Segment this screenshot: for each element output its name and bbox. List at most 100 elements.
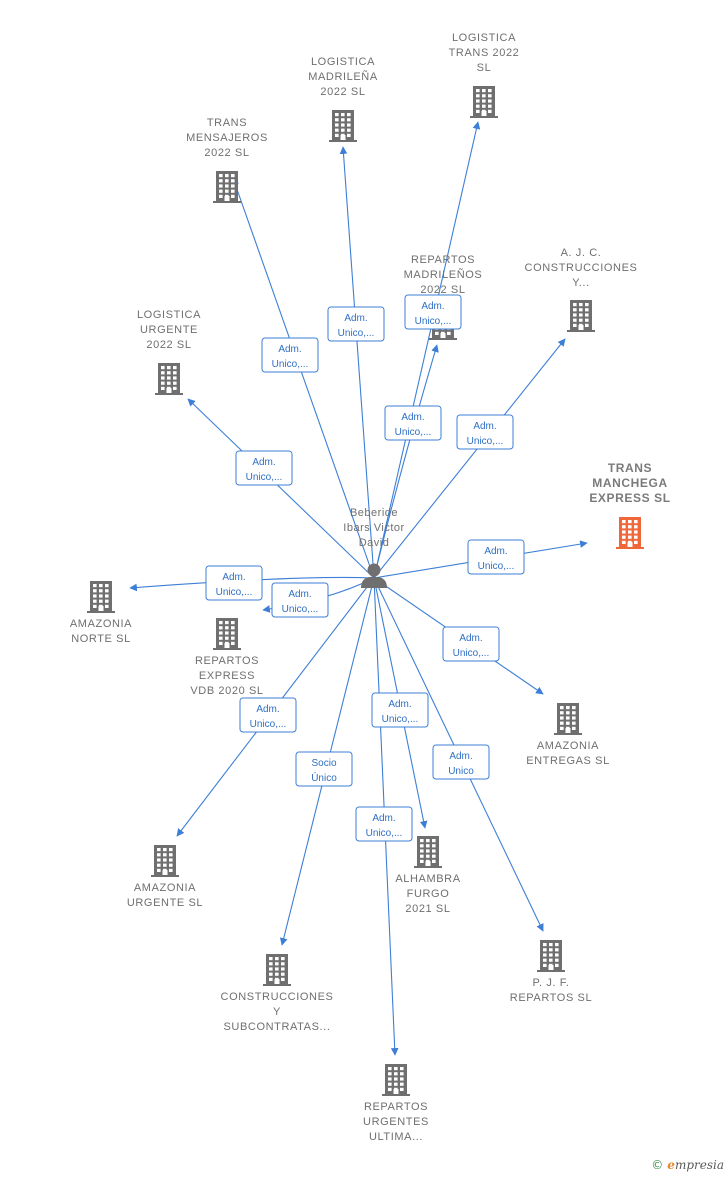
edge-role-label[interactable]: Adm.Unico,... [271,582,329,618]
edge-role-label[interactable]: Adm. Unico,... [327,306,385,342]
edge-role-text: Único [311,771,337,784]
company-label-line: VDB 2020 SL [190,685,263,697]
company-label-line: SL [477,62,492,74]
edge-role-label[interactable]: Adm. Unico,... [235,450,293,486]
company-label-line: MANCHEGA [592,476,667,490]
building-icon [470,86,498,118]
edge-role-label[interactable]: Adm.Unico,... [371,692,429,728]
company-label-line: TRANS [207,117,247,129]
edge-line [339,146,375,579]
building-icon [329,110,357,142]
edge-role-text: Unico,... [478,561,515,572]
edge-role-text: Adm. [278,344,301,355]
edge-role-label[interactable]: Adm.Unico,... [261,337,319,373]
edge-role-text: Unico,... [415,316,452,327]
company-label-line: Y... [572,277,590,289]
brand-watermark: ©empresia [651,1158,724,1172]
company-node-pjf-repartos[interactable]: P. J. F.REPARTOS SL [510,940,592,1004]
edge-line [129,576,375,592]
edge-role-text: Adm. [288,589,311,600]
edge-role-text: Adm. [473,421,496,432]
company-label-line: MENSAJEROS [186,132,268,144]
edge-role-text: Adm. [252,457,275,468]
edge-role-text: Unico,... [467,436,504,447]
company-label-line: ULTIMA... [369,1131,423,1143]
company-node-amazonia-urgente[interactable]: AMAZONIA URGENTE SL [127,845,203,909]
company-label-line: TRANS 2022 [449,47,520,59]
company-label-line: SUBCONTRATAS... [224,1021,331,1033]
copyright-symbol: © [651,1158,664,1172]
edge-role-label[interactable]: Adm. Unico,... [239,697,297,733]
building-icon [567,300,595,332]
company-label-line: CONSTRUCCIONES [525,262,638,274]
company-label-line: 2022 SL [320,86,365,98]
person-name-line: David [359,537,390,549]
company-node-repartos-urgentes[interactable]: REPARTOSURGENTESULTIMA... [363,1064,429,1143]
company-node-ajc-construcciones[interactable]: A. J. C.CONSTRUCCIONESY... [525,247,638,332]
edges-layer [129,121,588,1056]
edge-role-label[interactable]: Adm.Unico,... [467,539,525,575]
company-label-line: ALHAMBRA [395,873,460,885]
edge-role-text: Unico,... [246,472,283,483]
edge-role-text: Unico,... [250,719,287,730]
edge-role-text: Adm. [344,313,367,324]
edge-labels-layer: Adm. Unico,... Adm. Unico,... Adm. Unico,... A… [205,294,525,842]
building-icon [414,836,442,868]
edge-role-text: Unico,... [338,328,375,339]
edge-role-label[interactable]: Adm. Unico,... [404,294,462,330]
edge-role-text: Unico,... [382,714,419,725]
edge-role-text: Unico,... [366,828,403,839]
edge-line [373,338,566,579]
edge-role-label[interactable]: Adm.Unico [432,744,490,780]
edge-role-label[interactable]: Adm.Unico,... [384,405,442,441]
company-label-line: 2022 SL [420,284,465,296]
company-node-construcciones-subcontratas[interactable]: CONSTRUCCIONESYSUBCONTRATAS... [221,954,334,1033]
company-label-line: LOGISTICA [137,309,201,321]
building-icon [537,940,565,972]
edge-line [231,177,375,579]
company-label-line: URGENTE [140,324,198,336]
edge-role-text: Adm. [401,412,424,423]
brand-name: mpresia [674,1158,724,1172]
building-icon [263,954,291,986]
person-icon [361,563,387,588]
company-label-line: AMAZONIA [537,740,599,752]
edge-line [373,121,481,579]
company-label-line: REPARTOS [364,1101,428,1113]
company-label-line: LOGISTICA [452,32,516,44]
building-icon [616,517,644,549]
company-label-line: REPARTOS [411,254,475,266]
person-name-line: Ibars Victor [343,522,404,534]
brand-initial: e [667,1158,675,1172]
edge-role-label[interactable]: Adm.Unico,... [442,626,500,662]
edge-role-text: Adm. [421,301,444,312]
edge-role-text: Adm. [372,813,395,824]
edge-role-text: Adm. [256,704,279,715]
company-label-line: AMAZONIA [134,882,196,894]
company-label-line: CONSTRUCCIONES [221,991,334,1003]
edge-role-label[interactable]: Adm. Unico,... [355,806,413,842]
edge-role-label[interactable]: Adm.Unico,... [205,565,263,601]
edge-role-label[interactable]: Adm. Unico,... [456,414,514,450]
building-icon [151,845,179,877]
company-label-line: NORTE SL [71,633,131,645]
company-label-line: URGENTE SL [127,897,203,909]
company-label-line: 2021 SL [405,903,450,915]
building-icon [155,363,183,395]
edge-line [373,344,439,579]
company-label-line: REPARTOS [195,655,259,667]
